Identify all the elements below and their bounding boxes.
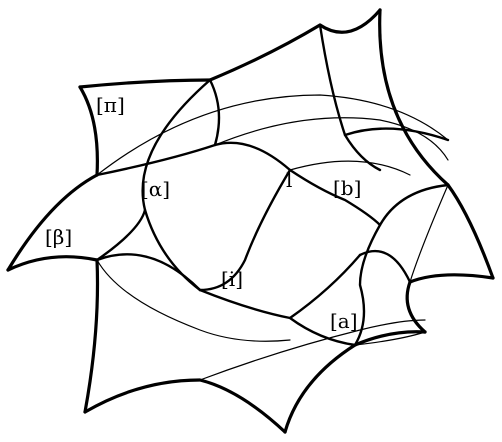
lower-right-arc <box>360 251 410 282</box>
boundary-bottom-right-spike <box>407 282 425 332</box>
boundary-right-lower <box>410 275 493 282</box>
thin-right-vertical <box>410 185 448 282</box>
b-right-arc <box>380 185 448 225</box>
boundary-pi-left <box>80 87 97 175</box>
thin-grid-curves <box>97 95 448 380</box>
boundary-top-right-spike <box>320 10 380 32</box>
b-top-arc <box>320 25 380 170</box>
label-a: [a] <box>330 309 358 333</box>
boundary-left-spike <box>8 257 97 270</box>
boundary-right-edge <box>448 185 493 278</box>
beta-inner-arc <box>97 254 200 290</box>
boundary-beta-top <box>8 175 97 270</box>
boundary-left-lower <box>85 260 98 412</box>
label-i: [i] <box>221 267 243 291</box>
labels: [π] [α] [β] l [b] [i] [a] <box>45 93 361 333</box>
outer-boundary <box>8 10 493 432</box>
center-down-arc <box>200 170 290 290</box>
left-lower-arc <box>97 210 145 260</box>
boundary-right-upper <box>380 10 448 185</box>
label-pi: [π] <box>96 93 125 117</box>
upper-ridge-arc <box>97 143 290 175</box>
thin-upper-band <box>215 118 448 160</box>
thin-left-band <box>97 260 290 341</box>
boundary-bottom-left <box>85 380 285 432</box>
label-b: [b] <box>333 176 361 200</box>
a-upper-arc <box>355 225 380 345</box>
boundary-bottom-right <box>355 332 425 345</box>
boundary-top-ridge <box>210 25 320 80</box>
boundary-pi-top <box>80 80 210 87</box>
label-center: l <box>286 168 292 192</box>
upper-right-curve <box>345 129 448 140</box>
thin-bottom-band <box>200 320 425 380</box>
thin-center-right <box>290 161 410 175</box>
boundary-bottom-spike <box>285 345 355 432</box>
label-beta: [β] <box>45 225 72 249</box>
label-alpha: [α] <box>141 177 170 201</box>
